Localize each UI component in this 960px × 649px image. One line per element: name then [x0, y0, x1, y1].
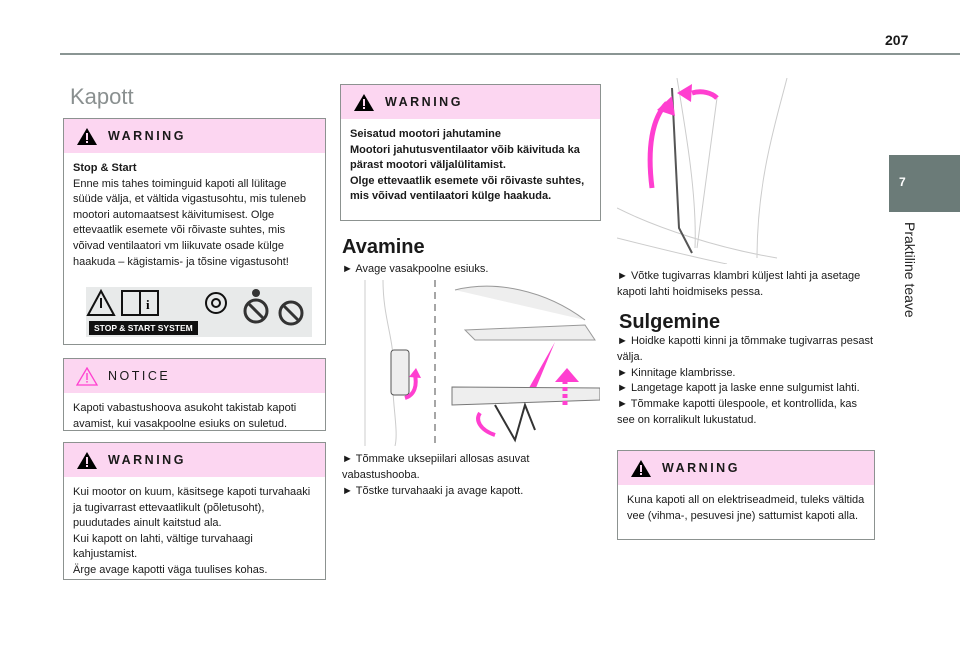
warning-header: WARNING	[64, 119, 325, 153]
stop-start-sticker: i STOP & START SYSTEM	[86, 287, 312, 337]
warning-icon	[354, 93, 374, 111]
warning-icon	[631, 459, 651, 477]
step-open-door: ► Avage vasakpoolne esiuks.	[342, 263, 489, 275]
svg-text:i: i	[146, 297, 150, 312]
chapter-tab[interactable]: 7	[889, 155, 960, 212]
warning-header: WARNING	[341, 85, 600, 119]
warning-body: Seisatud mootori jahutamine Mootori jahu…	[350, 128, 585, 203]
warning-header: WARNING	[64, 443, 325, 477]
warning-body: Kui mootor on kuum, käsitsege kapoti tur…	[73, 486, 311, 576]
warning-heading: Stop & Start	[73, 162, 137, 174]
notice-box: NOTICE Kapoti vabastushoova asukoht taki…	[63, 358, 326, 431]
notice-header: NOTICE	[64, 359, 325, 393]
warning-box-fan: WARNING Seisatud mootori jahutamine Moot…	[340, 84, 601, 221]
heading-sulgemine: Sulgemine	[619, 311, 721, 333]
chapter-title: Praktiline teave	[902, 222, 918, 318]
warning-label: WARNING	[385, 95, 463, 109]
prop-rod-illustration	[617, 78, 788, 264]
notice-body: Kapoti vabastushoova asukoht takistab ka…	[73, 402, 297, 430]
sticker-label: STOP & START SYSTEM	[89, 321, 198, 335]
section-title: Kapott	[70, 84, 134, 109]
page-number: 207	[885, 32, 909, 48]
warning-box-hot-engine: WARNING Kui mootor on kuum, käsitsege ka…	[63, 442, 326, 580]
warning-box-stop-start: WARNING Stop & Start Enne mis tahes toim…	[63, 118, 326, 345]
warning-body: Enne mis tahes toiminguid kapoti all lül…	[73, 177, 306, 268]
hood-release-illustration	[364, 280, 600, 446]
warning-label: WARNING	[108, 129, 186, 143]
warning-icon	[77, 127, 97, 145]
stop-start-pictograms-icon: i	[86, 288, 304, 326]
warning-label: WARNING	[108, 453, 186, 467]
notice-label: NOTICE	[108, 369, 171, 383]
warning-icon	[77, 451, 97, 469]
steps-release-lever: ► Tõmmake uksepiilari allosas asuvat vab…	[342, 453, 530, 497]
warning-box-water: WARNING Kuna kapoti all on elektriseadme…	[617, 450, 875, 540]
warning-body: Kuna kapoti all on elektriseadmeid, tule…	[627, 494, 865, 522]
step-prop-rod: ► Võtke tugivarras klambri küljest lahti…	[617, 270, 861, 298]
steps-closing: ► Hoidke kapotti kinni ja tõmmake tugiva…	[617, 335, 874, 426]
warning-header: WARNING	[618, 451, 874, 485]
notice-icon	[76, 366, 98, 386]
warning-label: WARNING	[662, 461, 740, 475]
heading-avamine: Avamine	[342, 236, 425, 258]
header-divider	[60, 53, 960, 55]
